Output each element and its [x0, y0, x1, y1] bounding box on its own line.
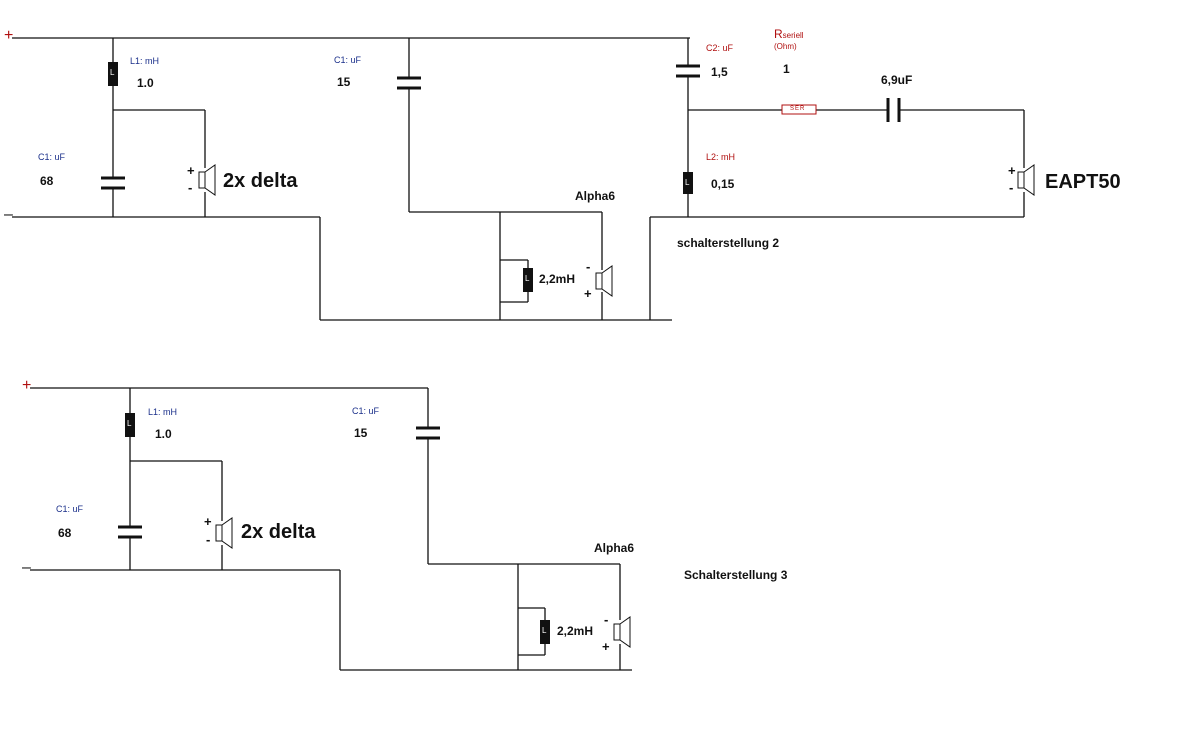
r-subscript: seriell: [782, 31, 804, 40]
bottom-c1-mid-label: C1: uF: [352, 406, 380, 416]
bottom-alpha-plus: +: [602, 639, 610, 654]
bottom-components: [118, 413, 631, 648]
bottom-delta-speaker-name: 2x delta: [241, 521, 316, 543]
bottom-l1-value: 1.0: [155, 427, 172, 441]
top-r-seriell-label: Rseriell: [774, 26, 804, 42]
bottom-l1-label: L1: mH: [148, 407, 178, 417]
top-delta-speaker-name: 2x delta: [223, 170, 298, 192]
top-c1-mid-label: C1: uF: [334, 55, 362, 65]
top-l1-symbol: L: [110, 68, 115, 77]
top-eapt-minus: -: [1009, 180, 1014, 195]
bottom-c1-mid-value: 15: [354, 426, 368, 440]
top-c1-left-label: C1: uF: [38, 152, 66, 162]
bottom-alpha-minus: -: [604, 612, 609, 627]
top-plus-terminal: +: [4, 27, 14, 44]
bottom-minus-terminal: –: [22, 559, 31, 576]
top-delta-minus: -: [188, 180, 193, 195]
bottom-delta-minus: -: [206, 532, 211, 547]
top-minus-terminal: –: [4, 206, 13, 223]
bottom-circuit-wires: [30, 387, 632, 671]
bottom-l1-symbol: L: [127, 419, 132, 428]
top-eapt-plus: +: [1008, 163, 1016, 178]
top-c1-mid-value: 15: [337, 75, 351, 89]
top-eapt-speaker-name: EAPT50: [1045, 171, 1121, 193]
top-alpha-inductor-symbol: L: [525, 274, 530, 283]
top-l2-symbol: L: [685, 178, 690, 187]
top-l1-value: 1.0: [137, 76, 154, 90]
bottom-delta-plus: +: [204, 514, 212, 529]
top-series-cap-value: 6,9uF: [881, 73, 913, 87]
top-l2-label: L2: mH: [706, 152, 736, 162]
bottom-alpha-speaker-name: Alpha6: [594, 541, 635, 555]
top-circuit-wires: [12, 37, 1025, 321]
top-c1-left-value: 68: [40, 174, 54, 188]
top-alpha-plus: +: [584, 286, 592, 301]
bottom-plus-terminal: +: [22, 377, 32, 394]
top-switch-note: schalterstellung 2: [677, 236, 780, 250]
r-main-letter: R: [774, 27, 783, 41]
bottom-alpha-inductor-value: 2,2mH: [557, 624, 594, 638]
bottom-c1-left-value: 68: [58, 526, 72, 540]
bottom-c1-left-label: C1: uF: [56, 504, 84, 514]
top-delta-plus: +: [187, 163, 195, 178]
bottom-alpha-inductor-symbol: L: [542, 626, 547, 635]
top-alpha-speaker-name: Alpha6: [575, 189, 616, 203]
top-alpha-inductor-value: 2,2mH: [539, 272, 576, 286]
top-r-value: 1: [783, 62, 790, 76]
resistor-symbol-text: SER: [790, 106, 806, 112]
top-c2-value: 1,5: [711, 65, 728, 79]
top-alpha-minus: -: [586, 259, 591, 274]
top-c2-label: C2: uF: [706, 43, 734, 53]
top-r-unit: (Ohm): [774, 42, 797, 51]
top-components: [101, 62, 1035, 297]
top-l1-label: L1: mH: [130, 56, 160, 66]
top-l2-value: 0,15: [711, 177, 735, 191]
bottom-switch-note: Schalterstellung 3: [684, 568, 788, 582]
